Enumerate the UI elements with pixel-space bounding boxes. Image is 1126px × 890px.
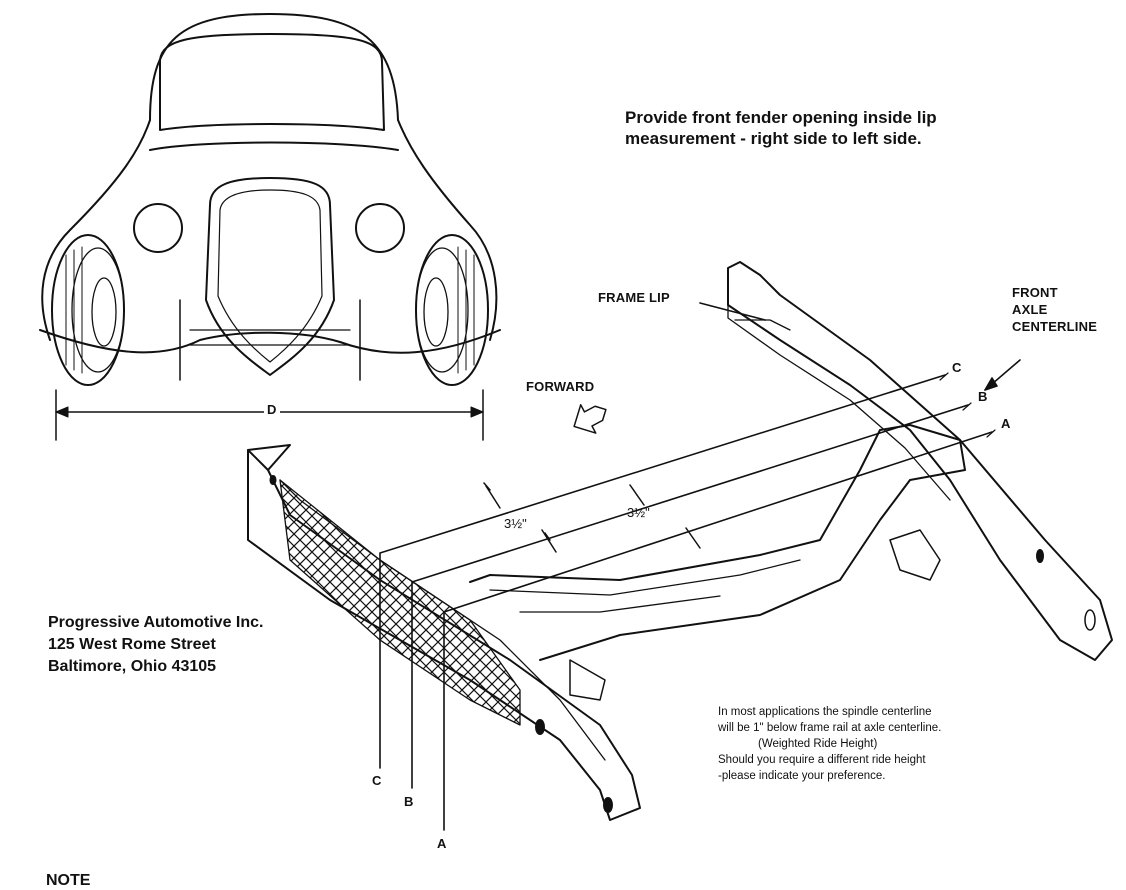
car-headlight-left bbox=[133, 203, 183, 253]
instruction-line-2: measurement - right side to left side. bbox=[625, 129, 922, 148]
frame-lip-pointer bbox=[699, 302, 766, 321]
forward-arrow bbox=[573, 404, 607, 434]
ride-note-line-1: In most applications the spindle centerl… bbox=[718, 706, 932, 718]
instruction-line-1: Provide front fender opening inside lip bbox=[625, 108, 937, 127]
ride-note-line-4: Should you require a different ride heig… bbox=[718, 754, 926, 766]
ride-note-line-3: (Weighted Ride Height) bbox=[758, 738, 878, 750]
line-c bbox=[379, 374, 946, 769]
car-body-left bbox=[41, 119, 151, 341]
line-a-bottom-label: A bbox=[437, 836, 447, 851]
company-city: Baltimore, Ohio 43105 bbox=[48, 658, 217, 675]
chassis-frame bbox=[247, 261, 1113, 821]
ride-height-note: In most applications the spindle centerl… bbox=[718, 704, 1078, 784]
front-axle-centerline-label: FRONT AXLE CENTERLINE bbox=[1012, 284, 1097, 335]
forward-label: FORWARD bbox=[526, 379, 595, 394]
car-windshield bbox=[159, 33, 385, 131]
company-name: Progressive Automotive Inc. bbox=[48, 614, 264, 631]
line-c-top-label: C bbox=[952, 360, 962, 375]
dimension-d-label: D bbox=[264, 402, 280, 417]
frame-lip-step bbox=[734, 319, 791, 331]
line-b-bottom-label: B bbox=[404, 794, 414, 809]
car-front-view bbox=[39, 13, 501, 441]
measurement-lines bbox=[379, 302, 1021, 831]
line-a bbox=[443, 431, 993, 831]
fender-measurement-instruction: Provide front fender opening inside lip … bbox=[625, 107, 1045, 149]
line-a-top-label: A bbox=[1001, 416, 1011, 431]
rail-right bbox=[727, 261, 1113, 661]
car-roof bbox=[149, 13, 399, 121]
offset-label-2: 3½" bbox=[627, 505, 650, 520]
offset-label-1: 3½" bbox=[504, 516, 527, 531]
rail-left bbox=[469, 424, 966, 661]
front-axle-label-line-1: FRONT bbox=[1012, 285, 1058, 300]
frame-lip-label: FRAME LIP bbox=[598, 290, 670, 305]
line-b-top-label: B bbox=[978, 389, 988, 404]
car-wheel-left bbox=[51, 234, 125, 386]
ride-note-line-2: will be 1" below frame rail at axle cent… bbox=[718, 722, 942, 734]
car-wheel-right bbox=[415, 234, 489, 386]
car-fender-line bbox=[39, 329, 501, 354]
front-axle-label-line-3: CENTERLINE bbox=[1012, 319, 1098, 334]
car-headlight-right bbox=[355, 203, 405, 253]
company-street: 125 West Rome Street bbox=[48, 636, 216, 653]
footer-note: NOTE bbox=[46, 872, 91, 889]
car-body-right bbox=[397, 119, 498, 341]
car-grille bbox=[205, 177, 335, 376]
front-axle-label-line-2: AXLE bbox=[1012, 302, 1048, 317]
company-address: Progressive Automotive Inc. 125 West Rom… bbox=[48, 612, 263, 678]
line-c-bottom-label: C bbox=[372, 773, 382, 788]
ride-note-line-5: -please indicate your preference. bbox=[718, 770, 886, 782]
crosshatch-panel bbox=[279, 479, 521, 726]
car-cowl bbox=[149, 141, 399, 151]
line-b bbox=[411, 404, 969, 789]
